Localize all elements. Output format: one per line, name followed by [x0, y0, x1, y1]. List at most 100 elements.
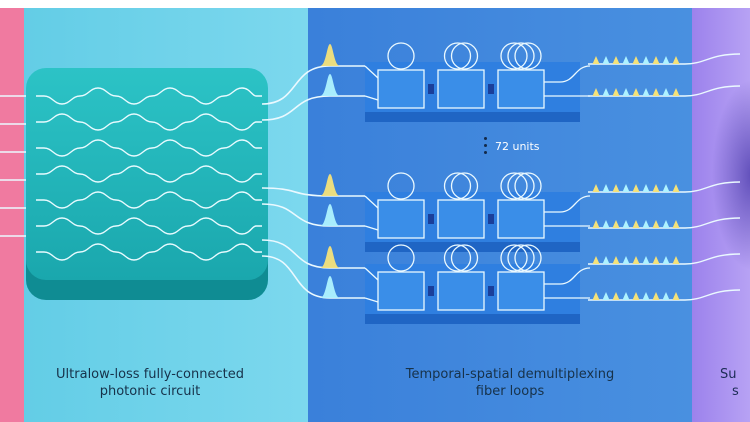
train-pulse: [602, 292, 610, 300]
train-pulse: [602, 184, 610, 192]
purple-glow: [712, 80, 750, 270]
band-pink: [0, 8, 24, 422]
train-pulse: [632, 220, 640, 228]
train-pulse: [592, 220, 600, 228]
train-pulse: [662, 220, 670, 228]
train-pulse: [632, 56, 640, 64]
train-pulse: [612, 184, 620, 192]
train-pulse: [652, 88, 660, 96]
fiber-loop: [450, 172, 479, 200]
train-pulse: [622, 220, 630, 228]
mesh-waveguide: [36, 217, 262, 235]
train-line: [588, 85, 741, 97]
chip-top: [26, 68, 268, 280]
output-waveguides: [261, 65, 372, 299]
route-line: [261, 65, 372, 105]
ellipsis-dots: [484, 137, 488, 159]
module-out: [544, 267, 591, 299]
fiber-loop: [443, 244, 472, 272]
caption-loops-line1: Temporal-spatial demultiplexing: [405, 367, 615, 382]
train-pulse: [642, 184, 650, 192]
coupler: [428, 84, 434, 94]
loop-box: [377, 199, 425, 239]
loop-module: [364, 42, 591, 122]
train-pulse: [652, 256, 660, 264]
fiber-loop: [443, 42, 472, 70]
train-line: [588, 217, 741, 229]
train-pulse: [612, 292, 620, 300]
caption-circuit: Ultralow-loss fully-connected photonic c…: [20, 366, 280, 400]
coupler: [428, 286, 434, 296]
module-in: [364, 65, 379, 101]
train-pulse: [672, 220, 680, 228]
coupler: [488, 214, 494, 224]
module-in: [364, 195, 379, 231]
loop-box: [497, 271, 545, 311]
caption-loops: Temporal-spatial demultiplexing fiber lo…: [360, 366, 660, 400]
train-pulse: [622, 56, 630, 64]
mesh-waveguide: [36, 165, 262, 183]
loop-box: [437, 69, 485, 109]
coupler: [428, 214, 434, 224]
pulse: [320, 246, 340, 268]
train-pulse: [652, 292, 660, 300]
train-pulse: [662, 88, 670, 96]
module-out: [544, 65, 591, 97]
loop-box: [377, 271, 425, 311]
loop-box: [437, 271, 485, 311]
caption-circuit-line1: Ultralow-loss fully-connected: [56, 367, 244, 382]
caption-circuit-line2: photonic circuit: [99, 384, 201, 399]
train-pulse: [592, 88, 600, 96]
train-line: [588, 53, 741, 65]
fiber-loop: [514, 42, 542, 70]
train-pulse: [612, 256, 620, 264]
train-pulse: [622, 88, 630, 96]
train-pulse: [642, 88, 650, 96]
fiber-loop: [387, 42, 415, 70]
units-label: 72 units: [495, 140, 540, 153]
train-pulse: [622, 256, 630, 264]
train-pulse: [612, 220, 620, 228]
loop-box: [497, 199, 545, 239]
train-pulse: [662, 56, 670, 64]
loop-module: [364, 244, 591, 324]
train-pulse: [662, 256, 670, 264]
train-pulse: [602, 220, 610, 228]
train-pulse: [622, 184, 630, 192]
train-pulse: [652, 56, 660, 64]
train-pulse: [672, 292, 680, 300]
pulse: [320, 74, 340, 96]
caption-right-line2: s: [732, 384, 739, 399]
train-pulse: [672, 256, 680, 264]
train-pulse: [602, 256, 610, 264]
mesh-waveguide: [36, 139, 262, 157]
fiber-loop: [514, 244, 542, 272]
train-pulse: [662, 184, 670, 192]
top-margin: [0, 0, 750, 8]
coupler: [488, 286, 494, 296]
train-pulse: [632, 184, 640, 192]
fiber-loop-modules: [364, 42, 591, 324]
train-pulse: [632, 292, 640, 300]
loop-box: [437, 199, 485, 239]
train-pulse: [642, 56, 650, 64]
fiber-loop: [500, 244, 528, 272]
fiber-loop: [450, 42, 479, 70]
mesh-waveguide: [36, 243, 262, 261]
photonic-chip: [26, 68, 268, 300]
module-out: [544, 195, 591, 227]
train-pulse: [672, 56, 680, 64]
input-pulses: [320, 44, 340, 298]
train-line: [588, 253, 741, 265]
train-pulse: [632, 256, 640, 264]
train-pulse: [662, 292, 670, 300]
train-pulse: [612, 56, 620, 64]
fiber-loop: [450, 244, 479, 272]
caption-loops-line2: fiber loops: [475, 384, 545, 399]
mesh-waveguide: [36, 113, 262, 131]
train-pulse: [672, 184, 680, 192]
pulse: [320, 276, 340, 298]
train-pulse: [592, 184, 600, 192]
coupler: [488, 84, 494, 94]
